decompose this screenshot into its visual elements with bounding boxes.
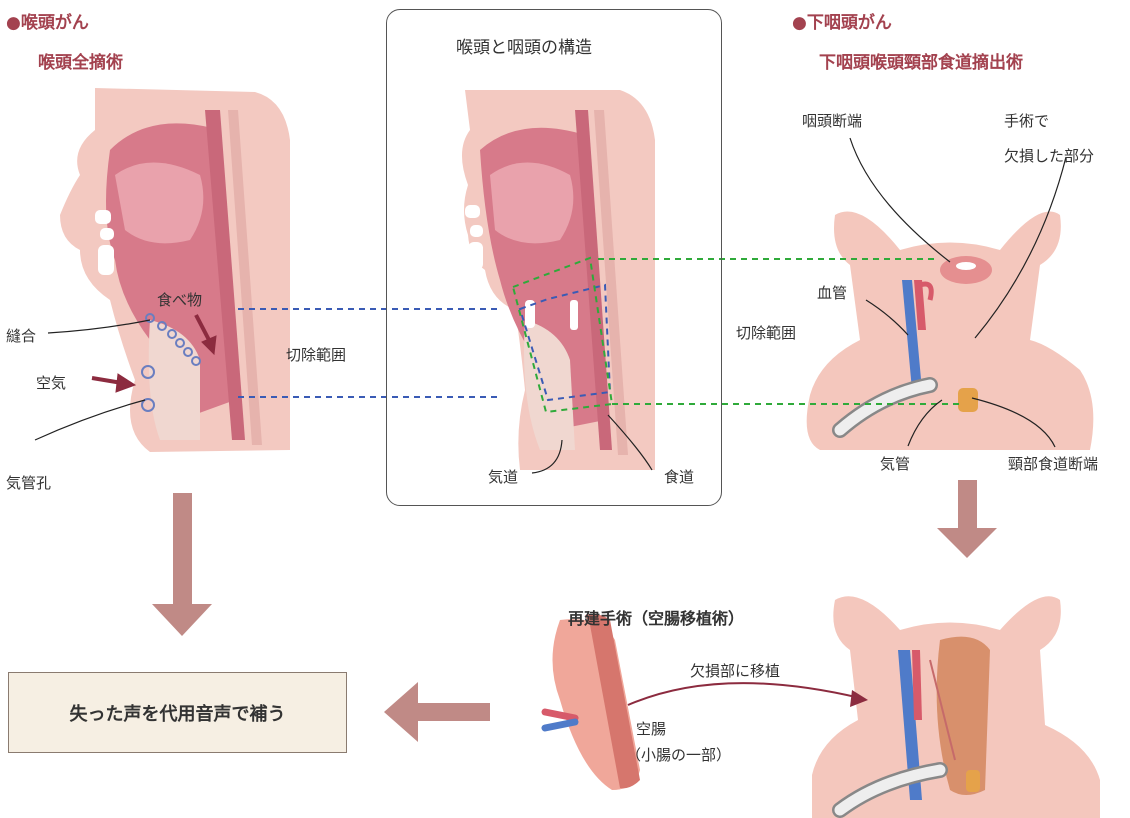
- label-esophagus-stump: 頸部食道断端: [1008, 453, 1098, 474]
- left-subheading: 喉頭全摘術: [38, 48, 123, 73]
- label-pharynx-stump: 咽頭断端: [802, 110, 862, 131]
- label-transplant: 欠損部に移植: [690, 660, 780, 681]
- label-food: 食べ物: [157, 289, 202, 310]
- label-air: 空気: [36, 372, 66, 393]
- label-resection-range-left: 切除範囲: [286, 344, 346, 365]
- right-neck-illustration: [807, 212, 1094, 450]
- right-subheading: 下咽頭喉頭頸部食道摘出術: [819, 48, 1023, 73]
- label-jejunum: 空腸: [636, 718, 666, 739]
- label-resection-range-right: 切除範囲: [736, 322, 796, 343]
- label-defect-line1: 手術で: [1004, 110, 1049, 131]
- label-stoma: 気管孔: [6, 472, 51, 493]
- label-esophagus: 食道: [664, 466, 694, 487]
- right-heading: ●下咽頭がん: [792, 8, 892, 33]
- left-anatomy-illustration: [60, 88, 290, 452]
- result-box: 失った声を代用音声で補う: [8, 672, 347, 753]
- left-heading: ●喉頭がん: [6, 8, 89, 33]
- structure-title: 喉頭と咽頭の構造: [456, 33, 592, 58]
- reconstructed-neck-illustration: [812, 596, 1100, 818]
- result-text: 失った声を代用音声で補う: [70, 700, 286, 726]
- label-airway: 気道: [488, 466, 518, 487]
- structure-panel: [386, 9, 722, 506]
- reconstruction-title: 再建手術（空腸移植術）: [568, 605, 744, 629]
- label-trachea: 気管: [880, 453, 910, 474]
- label-defect-line2: 欠損した部分: [1004, 145, 1094, 166]
- label-jejunum-note: （小腸の一部）: [626, 744, 731, 765]
- label-suture: 縫合: [6, 325, 36, 346]
- label-vessel: 血管: [817, 282, 847, 303]
- transplant-arrow: [628, 683, 868, 707]
